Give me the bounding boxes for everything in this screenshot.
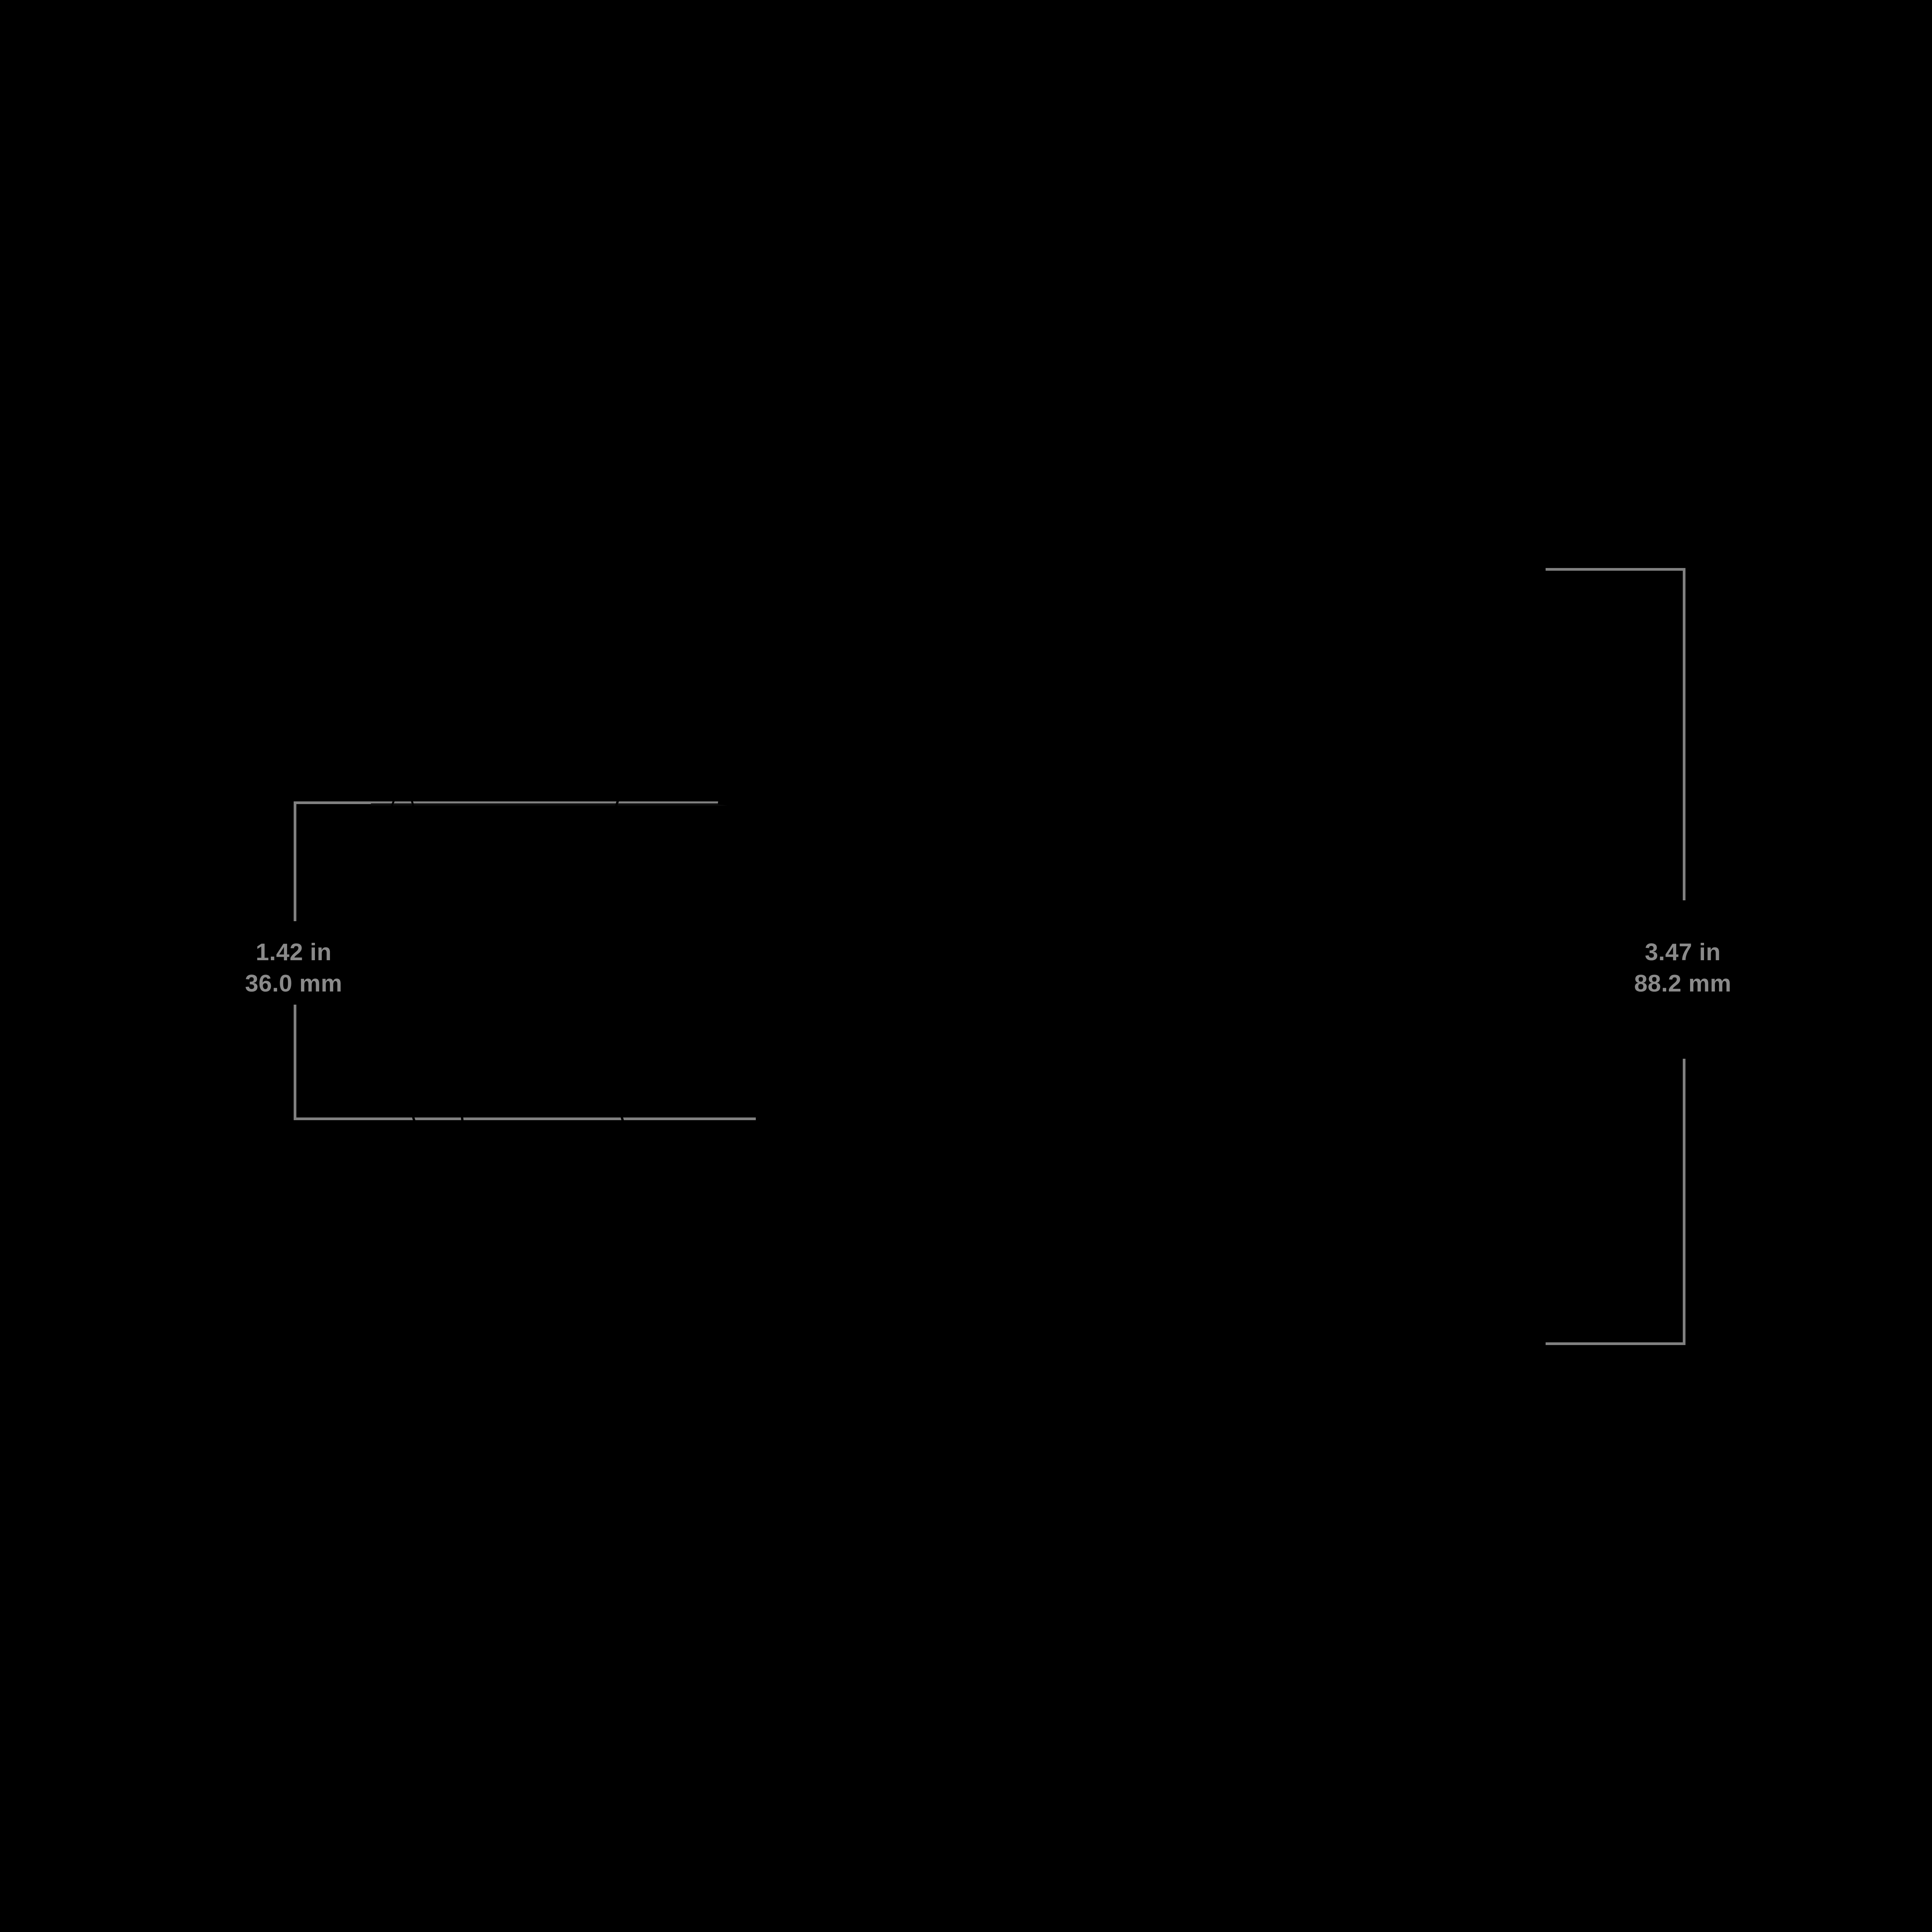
left-dimension-line-lower (294, 1005, 296, 1120)
left-dimension-value-metric: 36.0 mm (245, 970, 342, 997)
right-dimension-value-imperial: 3.47 in (1645, 939, 1721, 966)
left-dimension-line-upper (294, 801, 296, 921)
left-dimension-top-extension-line (294, 801, 756, 804)
right-dimension-label: 3.47 in 88.2 mm (1567, 937, 1799, 999)
right-dimension-bottom-extension-line (1546, 1342, 1685, 1345)
object-top-edge-silhouette (371, 803, 757, 806)
left-dimension-bottom-extension-line (294, 1117, 756, 1120)
right-dimension-value-metric: 88.2 mm (1634, 970, 1731, 997)
left-dimension-label: 1.42 in 36.0 mm (178, 937, 410, 999)
left-dimension-value-imperial: 1.42 in (255, 939, 332, 966)
right-dimension-line-upper (1683, 568, 1685, 900)
right-dimension-line-lower (1683, 1059, 1685, 1345)
right-dimension-top-extension-line (1546, 568, 1685, 571)
